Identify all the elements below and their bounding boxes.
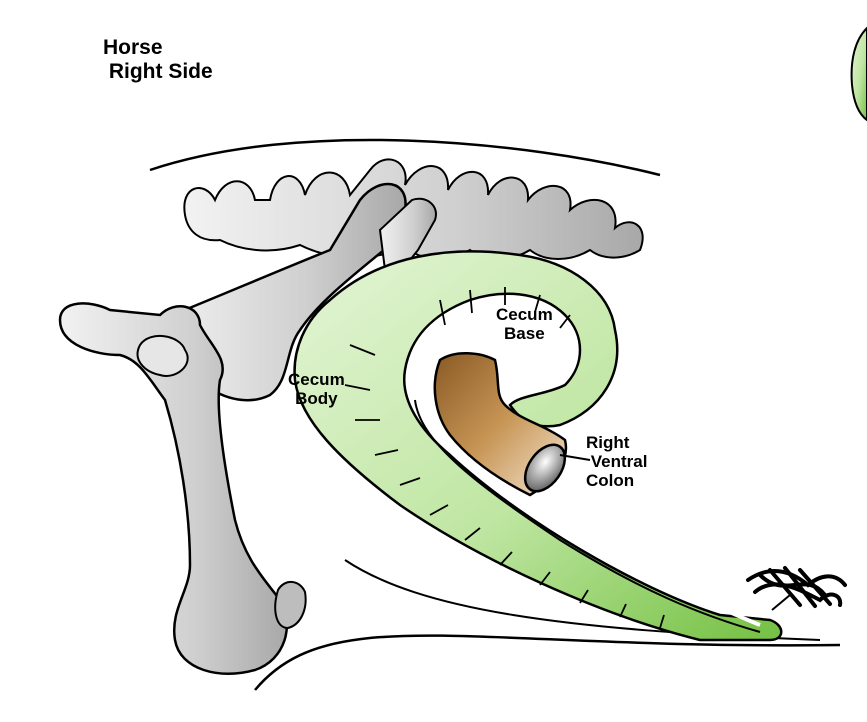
title-line-2: Right Side bbox=[103, 60, 213, 83]
title-line-1: Horse bbox=[103, 36, 163, 59]
label-colon-line-3: Colon bbox=[586, 471, 635, 490]
label-colon-line-2: Ventral bbox=[586, 452, 648, 471]
scribble-mark bbox=[746, 566, 847, 608]
partial-cecum-thumbnail bbox=[850, 26, 867, 122]
femur-head bbox=[136, 334, 189, 377]
cecum-inner-fold bbox=[414, 399, 761, 633]
belly-outline bbox=[254, 634, 841, 691]
cecum bbox=[293, 250, 783, 642]
femur-bone bbox=[58, 302, 289, 675]
label-cecum-body-line-1: Cecum bbox=[288, 370, 345, 389]
leader-lines bbox=[559, 454, 791, 611]
colon-opening bbox=[523, 443, 567, 493]
cecum-haustra bbox=[344, 287, 665, 629]
label-cecum-base-line-1: Cecum bbox=[496, 305, 553, 324]
label-cecum-base-line-2: Base bbox=[504, 324, 545, 343]
label-cecum-base: Cecum Base bbox=[496, 305, 553, 343]
back-outline bbox=[149, 138, 661, 177]
label-colon-line-1: Right bbox=[586, 433, 630, 452]
label-cecum-body: Cecum Body bbox=[288, 370, 345, 408]
label-right-ventral-colon: Right Ventral Colon bbox=[586, 433, 647, 490]
diagram-title: Horse Right Side bbox=[103, 36, 213, 84]
patella bbox=[274, 581, 307, 630]
label-cecum-body-line-2: Body bbox=[295, 389, 338, 408]
